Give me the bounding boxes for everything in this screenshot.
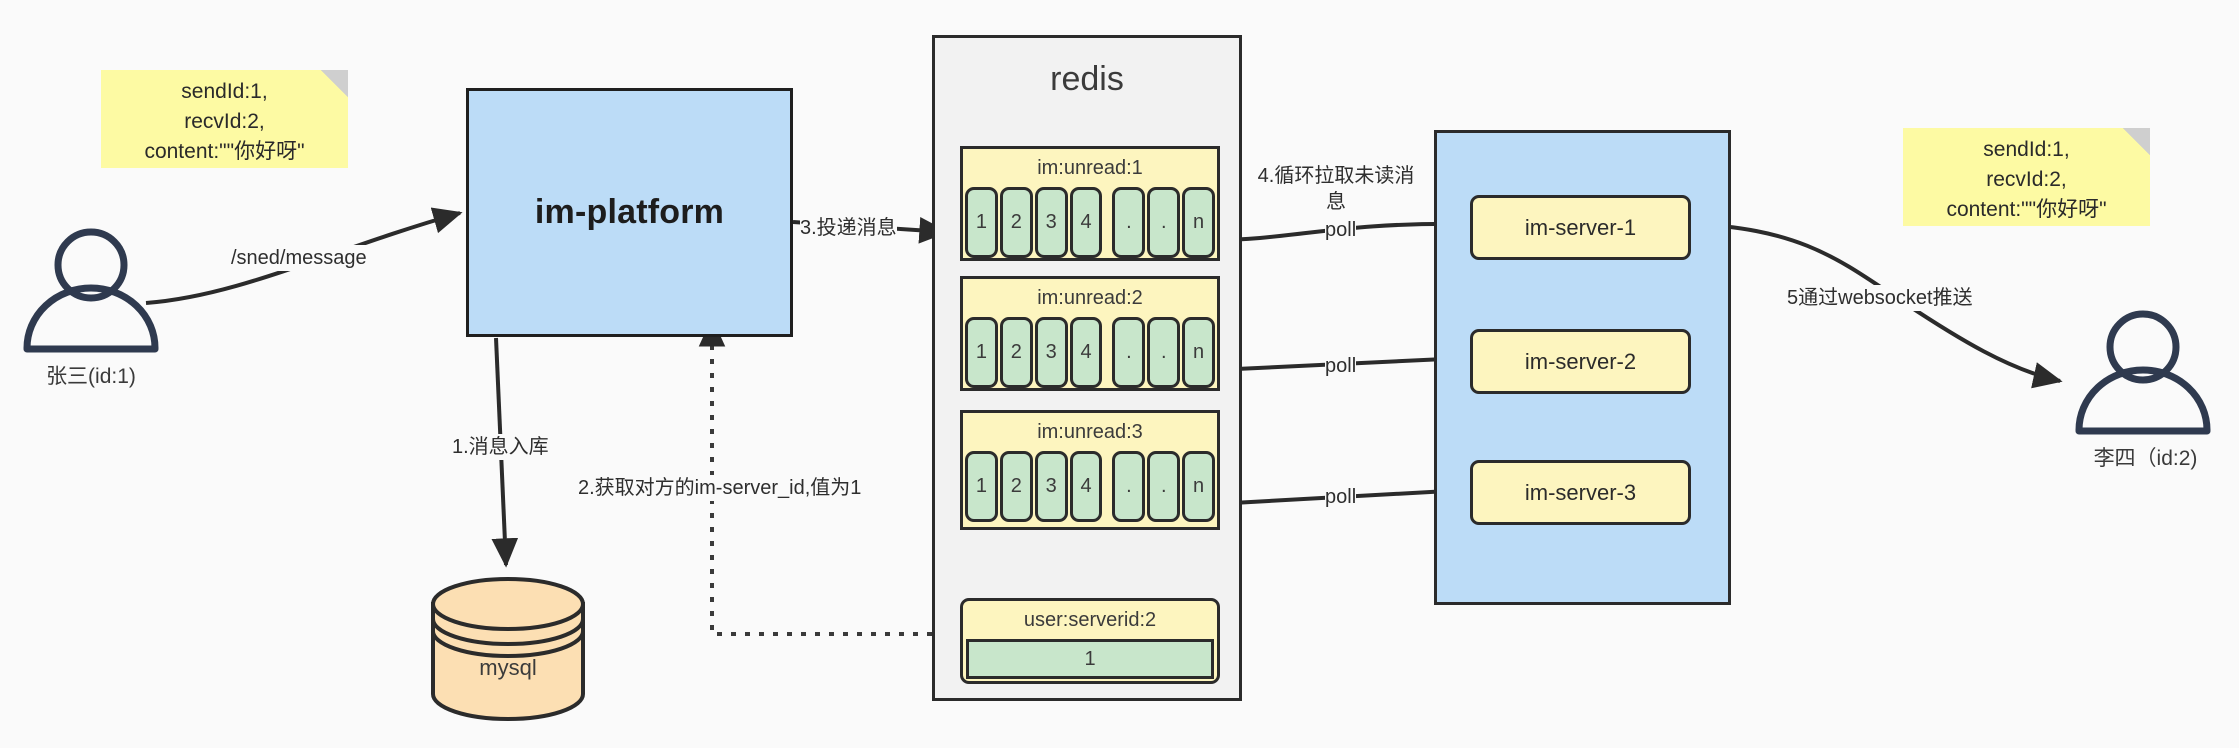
queue-cell: . [1112, 187, 1146, 258]
edge-label-step3: 3.投递消息 [800, 215, 897, 241]
actor-label-sender: 张三(id:1) [46, 365, 136, 388]
queue-cell: n [1182, 317, 1216, 388]
queue-key-label: im:unread:2 [1037, 286, 1143, 309]
edge-label-send-message: /sned/message [231, 245, 367, 271]
person-icon-receiver [2075, 310, 2211, 435]
im-server-label: im-server-1 [1524, 214, 1637, 240]
queue-cell: . [1112, 317, 1146, 388]
im-platform-box[interactable]: im-platform [466, 88, 793, 337]
mysql-label: mysql [479, 655, 537, 680]
note-line-content: content:""你好呀" [1946, 198, 2107, 221]
actor-label-receiver: 李四（id:2) [2093, 447, 2198, 470]
note-fold-corner-icon [2123, 128, 2150, 155]
sticky-note-left: sendId:1, recvId:2, content:""你好呀" [101, 70, 348, 168]
note-line-recvid: recvId:2, [184, 110, 265, 133]
redis-queue-im-unread-2[interactable]: im:unread:2 1 2 3 4 . . n [960, 276, 1220, 391]
queue-cell: 3 [1034, 451, 1068, 522]
redis-kv-user-serverid[interactable]: user:serverid:2 1 [960, 598, 1220, 684]
im-server-group: im-server-1 im-server-2 im-server-3 [1434, 130, 1731, 605]
im-server-1-box[interactable]: im-server-1 [1470, 195, 1691, 260]
queue-cell: 2 [999, 317, 1033, 388]
queue-cell: 1 [965, 317, 998, 388]
queue-key-label: im:unread:1 [1037, 156, 1143, 179]
queue-cell: 4 [1069, 317, 1103, 388]
note-fold-corner-icon [321, 70, 348, 97]
redis-queue-im-unread-1[interactable]: im:unread:1 1 2 3 4 . . n [960, 146, 1220, 261]
queue-cell: . [1112, 451, 1146, 522]
queue-cell: . [1147, 187, 1181, 258]
queue-cell: 4 [1069, 187, 1103, 258]
sticky-note-right: sendId:1, recvId:2, content:""你好呀" [1903, 128, 2150, 226]
kv-key-label: user:serverid:2 [1023, 608, 1157, 631]
queue-cell: . [1147, 317, 1181, 388]
edge-label-poll-3: poll [1325, 484, 1357, 510]
note-line-sendid: sendId:1, [181, 80, 268, 103]
edge-poll-1 [1214, 210, 1469, 242]
queue-cell: n [1182, 451, 1216, 522]
edge-label-step5: 5通过websocket推送 [1787, 285, 1973, 311]
edge-label-poll-2: poll [1325, 353, 1357, 379]
im-server-label: im-server-3 [1524, 479, 1637, 505]
queue-cell: n [1182, 187, 1216, 258]
queue-cell: . [1147, 451, 1181, 522]
queue-cell: 1 [965, 187, 998, 258]
note-line-recvid: recvId:2, [1986, 168, 2067, 191]
redis-container: redis im:unread:1 1 2 3 4 . . n im:unrea… [932, 35, 1242, 701]
im-platform-label: im-platform [534, 193, 725, 231]
queue-key-label: im:unread:3 [1037, 420, 1143, 443]
edge-label-step1: 1.消息入库 [452, 434, 549, 460]
redis-queue-im-unread-3[interactable]: im:unread:3 1 2 3 4 . . n [960, 410, 1220, 530]
mysql-cylinder [431, 577, 585, 721]
queue-cell: 2 [999, 187, 1033, 258]
kv-value: 1 [966, 639, 1214, 679]
edge-label-poll-1: poll [1325, 217, 1357, 243]
queue-cell: 4 [1069, 451, 1103, 522]
redis-title: redis [1050, 60, 1124, 98]
im-server-label: im-server-2 [1524, 348, 1637, 374]
edge-label-step2: 2.获取对方的im-server_id,值为1 [578, 475, 862, 501]
queue-cell: 1 [965, 451, 998, 522]
im-server-2-box[interactable]: im-server-2 [1470, 329, 1691, 394]
edge-label-step4: 4.循环拉取未读消息 [1256, 163, 1416, 215]
queue-cell: 3 [1034, 317, 1068, 388]
note-line-sendid: sendId:1, [1983, 138, 2070, 161]
im-server-3-box[interactable]: im-server-3 [1470, 460, 1691, 525]
queue-cell: 2 [999, 451, 1033, 522]
queue-cell: 3 [1034, 187, 1068, 258]
person-icon-sender [23, 228, 159, 353]
note-line-content: content:""你好呀" [144, 140, 305, 163]
